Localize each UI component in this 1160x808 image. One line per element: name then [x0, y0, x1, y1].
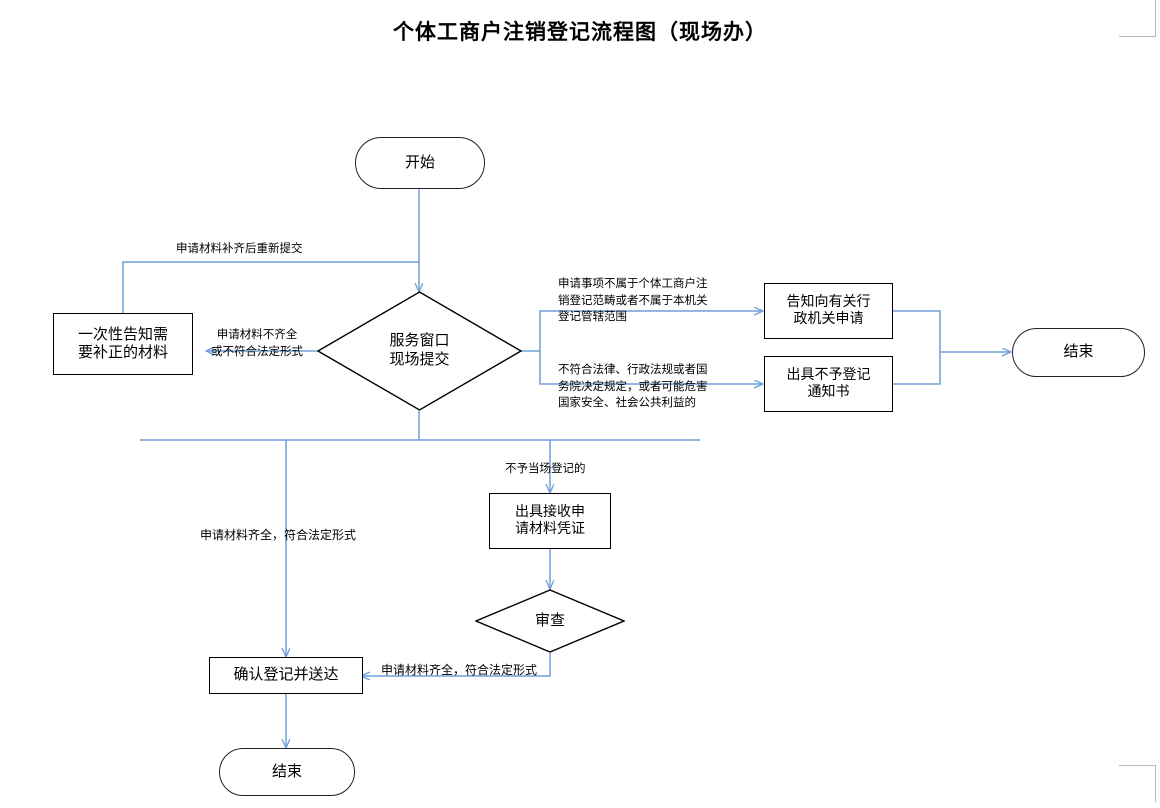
node-end-bottom[interactable]: 结束 — [219, 748, 355, 796]
edge-label-not-on-site: 不予当场登记的 — [505, 463, 586, 475]
edge-decision-to-refusal — [539, 351, 762, 384]
node-end-bottom-label: 结束 — [271, 763, 302, 780]
node-issue-receipt-label: 出具接收申 请材料凭证 — [515, 504, 585, 537]
node-end-right-label: 结束 — [1063, 344, 1094, 361]
node-inform-other-authority-label: 告知向有关行 政机关申请 — [786, 294, 871, 327]
diamond-shape — [316, 291, 523, 411]
corner-mark-top-right — [1119, 0, 1156, 37]
node-review-decision[interactable]: 审查 — [474, 589, 626, 653]
diamond-shape-review — [474, 589, 626, 653]
edge-decision-bottom-bus — [140, 411, 700, 441]
node-submit-decision[interactable]: 服务窗口 现场提交 — [316, 291, 523, 411]
edge-label-materials-complete-left: 申请材料齐全，符合法定形式 — [200, 528, 357, 542]
edge-other-authority-to-end — [893, 310, 1010, 352]
edge-decision-to-other-authority — [522, 311, 762, 352]
node-confirm-register-label: 确认登记并送达 — [233, 667, 339, 684]
node-inform-corrections-label: 一次性告知需 要补正的材料 — [77, 326, 168, 361]
edge-label-resubmit-after-correction: 申请材料补齐后重新提交 — [176, 243, 303, 255]
edge-label-out-of-scope: 申请事项不属于个体工商户注 销登记范畴或者不属于本机关 登记管辖范围 — [558, 278, 708, 324]
node-inform-other-authority[interactable]: 告知向有关行 政机关申请 — [764, 283, 893, 339]
edge-inform-back-to-decision — [122, 261, 419, 313]
edge-refusal-to-merge — [893, 352, 941, 385]
edge-label-materials-complete-review: 申请材料齐全，符合法定形式 — [381, 663, 538, 677]
node-issue-refusal-notice-label: 出具不予登记 通知书 — [786, 367, 871, 400]
node-issue-receipt[interactable]: 出具接收申 请材料凭证 — [489, 493, 611, 549]
edge-review-to-confirm — [362, 653, 551, 676]
node-inform-corrections[interactable]: 一次性告知需 要补正的材料 — [53, 313, 193, 375]
edge-label-materials-incomplete: 申请材料不齐全 或不符合法定形式 — [211, 329, 303, 358]
node-start-label: 开始 — [404, 154, 435, 171]
edge-label-violates-law: 不符合法律、行政法规或者国 务院决定规定，或者可能危害 国家安全、社会公共利益的 — [558, 364, 708, 410]
node-end-right[interactable]: 结束 — [1012, 328, 1145, 377]
page-title: 个体工商户注销登记流程图（现场办） — [393, 20, 767, 44]
node-confirm-register[interactable]: 确认登记并送达 — [209, 657, 363, 694]
node-submit-decision-label: 服务窗口 现场提交 — [389, 333, 450, 368]
corner-mark-bottom-right — [1119, 765, 1156, 802]
node-review-decision-label: 审查 — [534, 612, 565, 629]
node-start[interactable]: 开始 — [355, 137, 485, 189]
node-issue-refusal-notice[interactable]: 出具不予登记 通知书 — [764, 356, 893, 412]
